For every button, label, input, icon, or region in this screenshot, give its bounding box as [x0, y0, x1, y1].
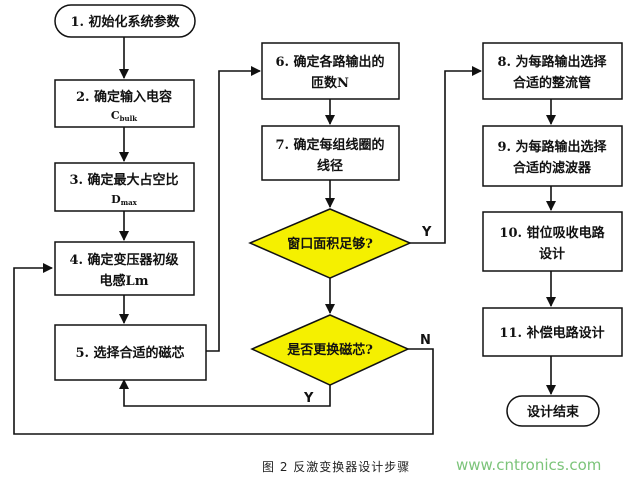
node-step5-label: 5. 选择合适的磁芯 [75, 345, 184, 361]
node-decision1-label: 窗口面积足够? [287, 236, 373, 252]
node-step11-label: 11. 补偿电路设计 [499, 325, 604, 341]
node-step3-line1: 3. 确定最大占空比 [69, 172, 178, 188]
edge-label-d2-yes: Y [303, 391, 314, 406]
node-step10-line2: 设计 [539, 246, 565, 262]
node-step8-line2: 合适的整流管 [513, 75, 591, 91]
node-step9-line1: 9. 为每路输出选择 [497, 139, 607, 155]
edge-label-d2-no: N [420, 333, 431, 348]
figure-caption: 图 2 反激变换器设计步骤 [262, 460, 411, 474]
node-step4: 4. 确定变压器初级 电感Lm [54, 241, 195, 296]
node-decision2: 是否更换磁芯? [250, 314, 410, 386]
node-step6-line1: 6. 确定各路输出的 [275, 54, 384, 70]
node-decision2-label: 是否更换磁芯? [286, 342, 373, 358]
connectors [13, 37, 556, 435]
node-step9: 9. 为每路输出选择 合适的滤波器 [482, 125, 623, 187]
node-step4-line2: 电感Lm [100, 273, 149, 289]
node-step10-line1: 10. 钳位吸收电路 [499, 225, 605, 241]
edge-decision1-yes-to-step8 [410, 66, 482, 244]
node-end: 设计结束 [506, 395, 600, 427]
node-step6: 6. 确定各路输出的 匝数N [261, 42, 400, 100]
node-step11: 11. 补偿电路设计 [482, 307, 623, 357]
node-end-label: 设计结束 [527, 404, 580, 420]
node-step2: 2. 确定输入电容 Cbulk [54, 79, 195, 128]
node-step5: 5. 选择合适的磁芯 [54, 324, 207, 381]
node-start: 1. 初始化系统参数 [54, 4, 196, 38]
node-step2-line2: Cbulk [111, 109, 137, 123]
node-step7-line1: 7. 确定每组线圈的 [275, 137, 384, 153]
edge-step5-to-step6 [206, 66, 261, 352]
node-decision1: 窗口面积足够? [248, 208, 412, 279]
node-step3: 3. 确定最大占空比 Dmax [54, 162, 195, 212]
watermark-text: www.cntronics.com [456, 456, 602, 474]
edge-decision2-yes-to-step5 [119, 379, 331, 407]
node-start-label: 1. 初始化系统参数 [70, 14, 180, 30]
node-step7: 7. 确定每组线圈的 线径 [261, 125, 400, 181]
node-step10: 10. 钳位吸收电路 设计 [482, 211, 623, 272]
node-step7-line2: 线径 [317, 158, 343, 174]
node-step2-line1: 2. 确定输入电容 [76, 89, 172, 105]
node-step3-line2: Dmax [111, 193, 137, 207]
node-step6-line2: 匝数N [311, 75, 349, 91]
edge-decision2-no-to-step4 [13, 263, 434, 435]
node-step8: 8. 为每路输出选择 合适的整流管 [482, 42, 623, 100]
node-step8-line1: 8. 为每路输出选择 [497, 54, 607, 70]
node-step4-line1: 4. 确定变压器初级 [69, 252, 179, 268]
node-step9-line2: 合适的滤波器 [513, 160, 592, 176]
edge-label-d1-yes: Y [421, 225, 432, 240]
